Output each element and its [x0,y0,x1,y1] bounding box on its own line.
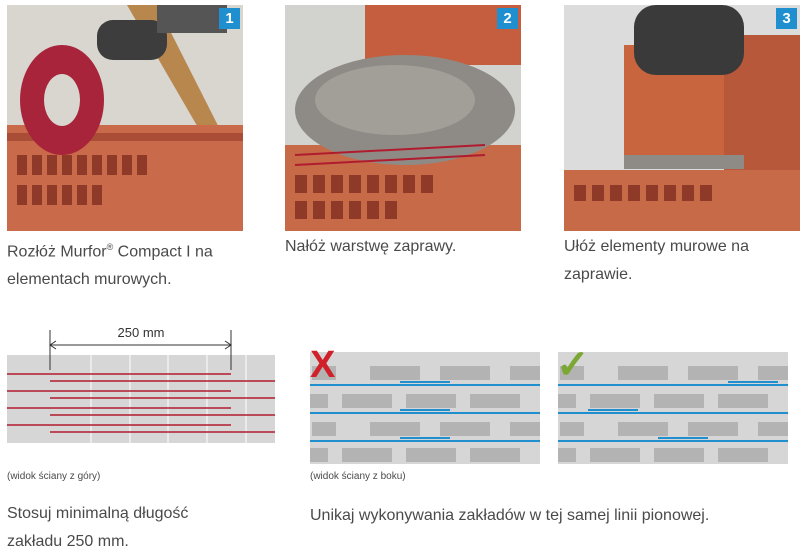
registered-mark: ® [106,242,114,252]
top-view-note: Stosuj minimalną długość zakładu 250 mm. [7,505,189,550]
side-view-right-diagram: ✓ [556,343,788,464]
side-view-wrong-diagram: X [310,344,540,464]
step-2-photo: 2 [285,5,521,231]
step-3-photo: 3 [564,5,800,231]
right-mark-icon: ✓ [556,343,590,387]
step-1-caption: Rozłóż Murfor® Compact I na elementach m… [7,242,213,289]
step-badge: 3 [776,8,797,29]
top-view-label: (widok ściany z góry) [7,471,101,482]
dimension-label: 250 mm [105,325,177,340]
step-2-caption: Nałóż warstwę zaprawy. [285,238,457,255]
step-1-photo: 1 [7,5,243,231]
side-view-label: (widok ściany z boku) [310,471,406,482]
top-view-diagram: 250 mm [7,325,275,465]
wrong-mark-icon: X [310,344,336,386]
step-3-caption: Ułóż elementy murowe na zaprawie. [564,238,749,283]
step-badge: 2 [497,8,518,29]
side-view-note: Unikaj wykonywania zakładów w tej samej … [310,507,710,524]
step-badge: 1 [219,8,240,29]
